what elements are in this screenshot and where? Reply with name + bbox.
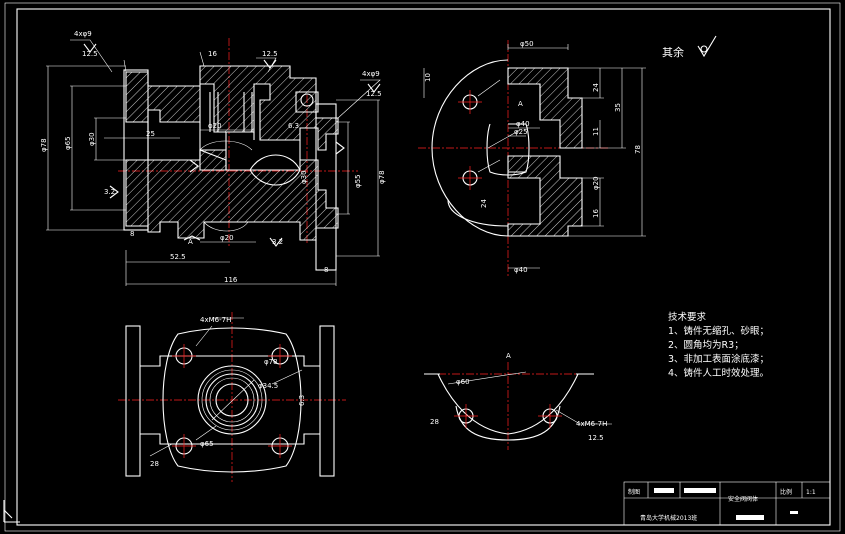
scale-label: 比例 — [780, 488, 792, 496]
phi40-label: φ40 — [516, 120, 530, 128]
d24-left-label: 24 — [480, 199, 488, 208]
thread-m6-a-label: 4xM6-7H — [576, 420, 607, 428]
drawing-frame — [4, 2, 841, 532]
phi34-label: φ34.5 — [258, 382, 278, 390]
tech-req-title: 技术要求 — [668, 311, 707, 323]
side-view: φ50 φ40 φ25 φ40 A 10 24 35 11 φ20 16 78 … — [418, 40, 646, 276]
d20-label: φ20 — [592, 176, 600, 190]
technical-requirements: 技术要求 1、铸件无缩孔、砂眼； 2、圆角均为R3； 3、非加工表面涂底漆； 4… — [668, 311, 769, 379]
tech-req-item-1: 1、铸件无缩孔、砂眼； — [668, 325, 769, 337]
d16-label: 16 — [208, 50, 217, 58]
thread-m6-label: 4xM6-7H — [200, 316, 231, 324]
d25-label: 25 — [146, 130, 155, 138]
d116-label: 116 — [224, 276, 238, 284]
school-label: 青岛大学机械2013班 — [640, 514, 697, 522]
d6-3-top-label: 6.3 — [298, 395, 306, 406]
part-name: 安全阀阀体 — [728, 495, 758, 503]
view-a: A φ60 4xM6-7H 12.5 28 — [424, 352, 612, 450]
roughness-label: 12.5 — [82, 50, 98, 58]
ucs-icon — [3, 500, 20, 523]
phi25-label: φ25 — [514, 128, 528, 136]
d10-label: 10 — [424, 73, 432, 82]
phi78-right-label: φ78 — [378, 170, 386, 184]
phi60-label: φ60 — [456, 378, 470, 386]
phi20-bottom-label: φ20 — [220, 234, 234, 242]
phi40-bottom-label: φ40 — [514, 266, 528, 274]
holes-4x9-label: 4xφ9 — [74, 30, 92, 38]
view-a-side-label: A — [518, 100, 523, 108]
phi65-label: φ65 — [64, 136, 72, 150]
roughness-a-label: 12.5 — [588, 434, 604, 442]
phi78-top-label: φ78 — [264, 358, 278, 366]
surface-finish-note: 其余 — [662, 35, 717, 59]
drawn-label: 制图 — [628, 488, 640, 496]
roughness-label-right: 12.5 — [366, 90, 382, 98]
phi55-label: φ55 — [354, 174, 362, 188]
tech-req-item-3: 3、非加工表面涂底漆； — [668, 353, 769, 365]
view-a-title: A — [506, 352, 511, 360]
d8-label: 8 — [130, 230, 134, 238]
phi50-label: φ50 — [520, 40, 534, 48]
title-block: 制图 安全阀阀体 比例 1:1 青岛大学机械2013班 — [623, 481, 831, 526]
d8-label-right: 8 — [324, 266, 328, 274]
surface-finish-text: 其余 — [662, 45, 684, 59]
d28-label: 28 — [150, 460, 159, 468]
tech-req-item-2: 2、圆角均为R3； — [668, 339, 744, 351]
d78-label: 78 — [634, 145, 642, 154]
phi78-label: φ78 — [40, 138, 48, 152]
phi30-right-label: φ30 — [300, 170, 308, 184]
phi20-top-label: φ20 — [208, 122, 222, 130]
front-section-view: 4xφ9 12.5 12.5 4xφ9 12.5 φ78 φ65 φ30 25 … — [40, 30, 386, 286]
d24-label: 24 — [592, 83, 600, 92]
top-view: 4xM6-7H φ34.5 φ78 28 φ65 6.3 — [118, 312, 346, 482]
scale-value: 1:1 — [806, 489, 816, 496]
holes-4x9-label-right: 4xφ9 — [362, 70, 380, 78]
d16-side-label: 16 — [592, 209, 600, 218]
d3-2-label-bottom: 3.2 — [272, 238, 283, 246]
phi30-label: φ30 — [88, 132, 96, 146]
view-a-label: A — [188, 238, 193, 246]
d6-3-label: 6.3 — [288, 122, 299, 130]
d3-2-label: 3.2 — [104, 188, 115, 196]
phi65-top-label: φ65 — [200, 440, 214, 448]
d28-a-label: 28 — [430, 418, 439, 426]
d35-label: 35 — [614, 103, 622, 112]
roughness-label-top: 12.5 — [262, 50, 278, 58]
tech-req-item-4: 4、铸件人工时效处理。 — [668, 367, 769, 379]
d11-label: 11 — [592, 127, 600, 136]
d52-5-label: 52.5 — [170, 253, 186, 261]
